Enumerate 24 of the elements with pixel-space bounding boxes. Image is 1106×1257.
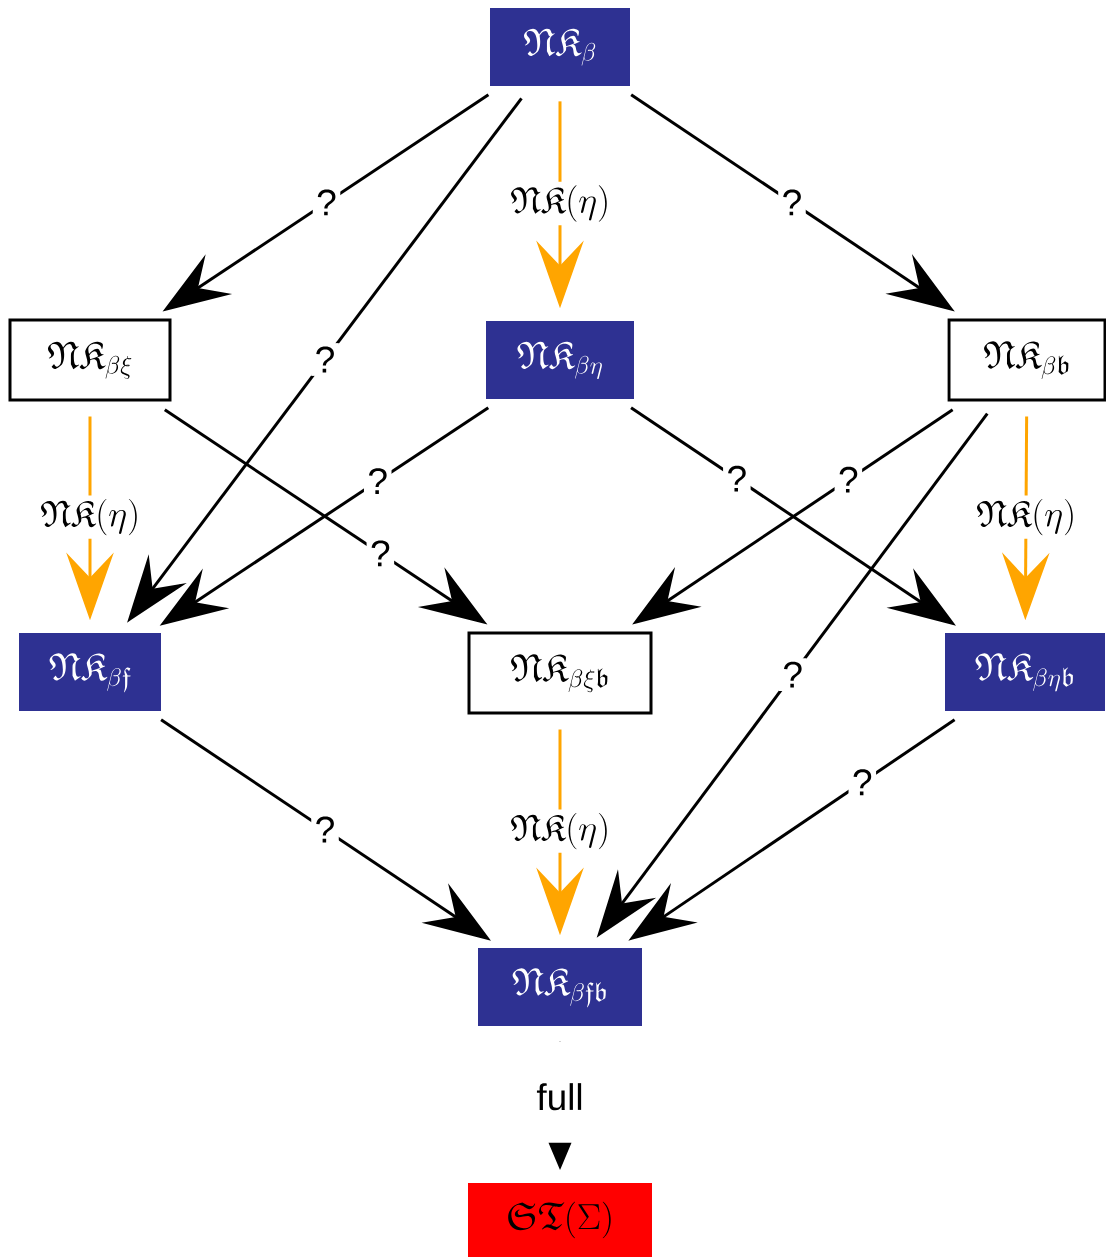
edge-label: $\mathfrak{NK}(\eta)$	[506, 181, 614, 226]
edge-label: $\mathfrak{NK}(\eta)$	[506, 809, 614, 853]
edge-label: ?	[778, 186, 806, 219]
filled-box: $\mathfrak{NK}_{\beta\mathfrak{f}}$	[19, 633, 161, 711]
edge-label: ?	[312, 186, 341, 219]
edge-label: $\mathfrak{NK}(\eta)$	[36, 495, 144, 539]
filled-box: $\mathfrak{ST}(\Sigma)$	[468, 1183, 652, 1257]
edge-label: ?	[778, 658, 807, 691]
edge-label: ?	[363, 464, 392, 498]
outlined-box: $\mathfrak{NK}_{\beta\mathfrak{b}}$	[947, 318, 1106, 402]
filled-box: $\mathfrak{NK}_{\beta\mathfrak{f}\mathfrak{b}}$	[478, 948, 642, 1026]
edge-label: ?	[366, 536, 395, 570]
edge-label: ?	[311, 343, 339, 376]
outlined-box: $\mathfrak{NK}_{\beta\xi}$	[8, 318, 172, 402]
edge-label: ?	[723, 462, 751, 496]
outlined-box: $\mathfrak{NK}_{\beta\xi\mathfrak{b}}$	[467, 631, 653, 715]
filled-box: $\mathfrak{NK}_{\beta}$	[490, 8, 630, 86]
edge-label: ?	[311, 813, 339, 846]
edge-label: $\mathfrak{NK}(\eta)$	[972, 495, 1080, 539]
edge-label: ?	[848, 765, 877, 799]
filled-box: $\mathfrak{NK}_{\beta\eta\mathfrak{b}}$	[945, 633, 1105, 711]
edge-label: full	[532, 1079, 588, 1114]
edge-label: ?	[834, 463, 863, 497]
filled-box: $\mathfrak{NK}_{\beta\eta}$	[486, 321, 634, 399]
